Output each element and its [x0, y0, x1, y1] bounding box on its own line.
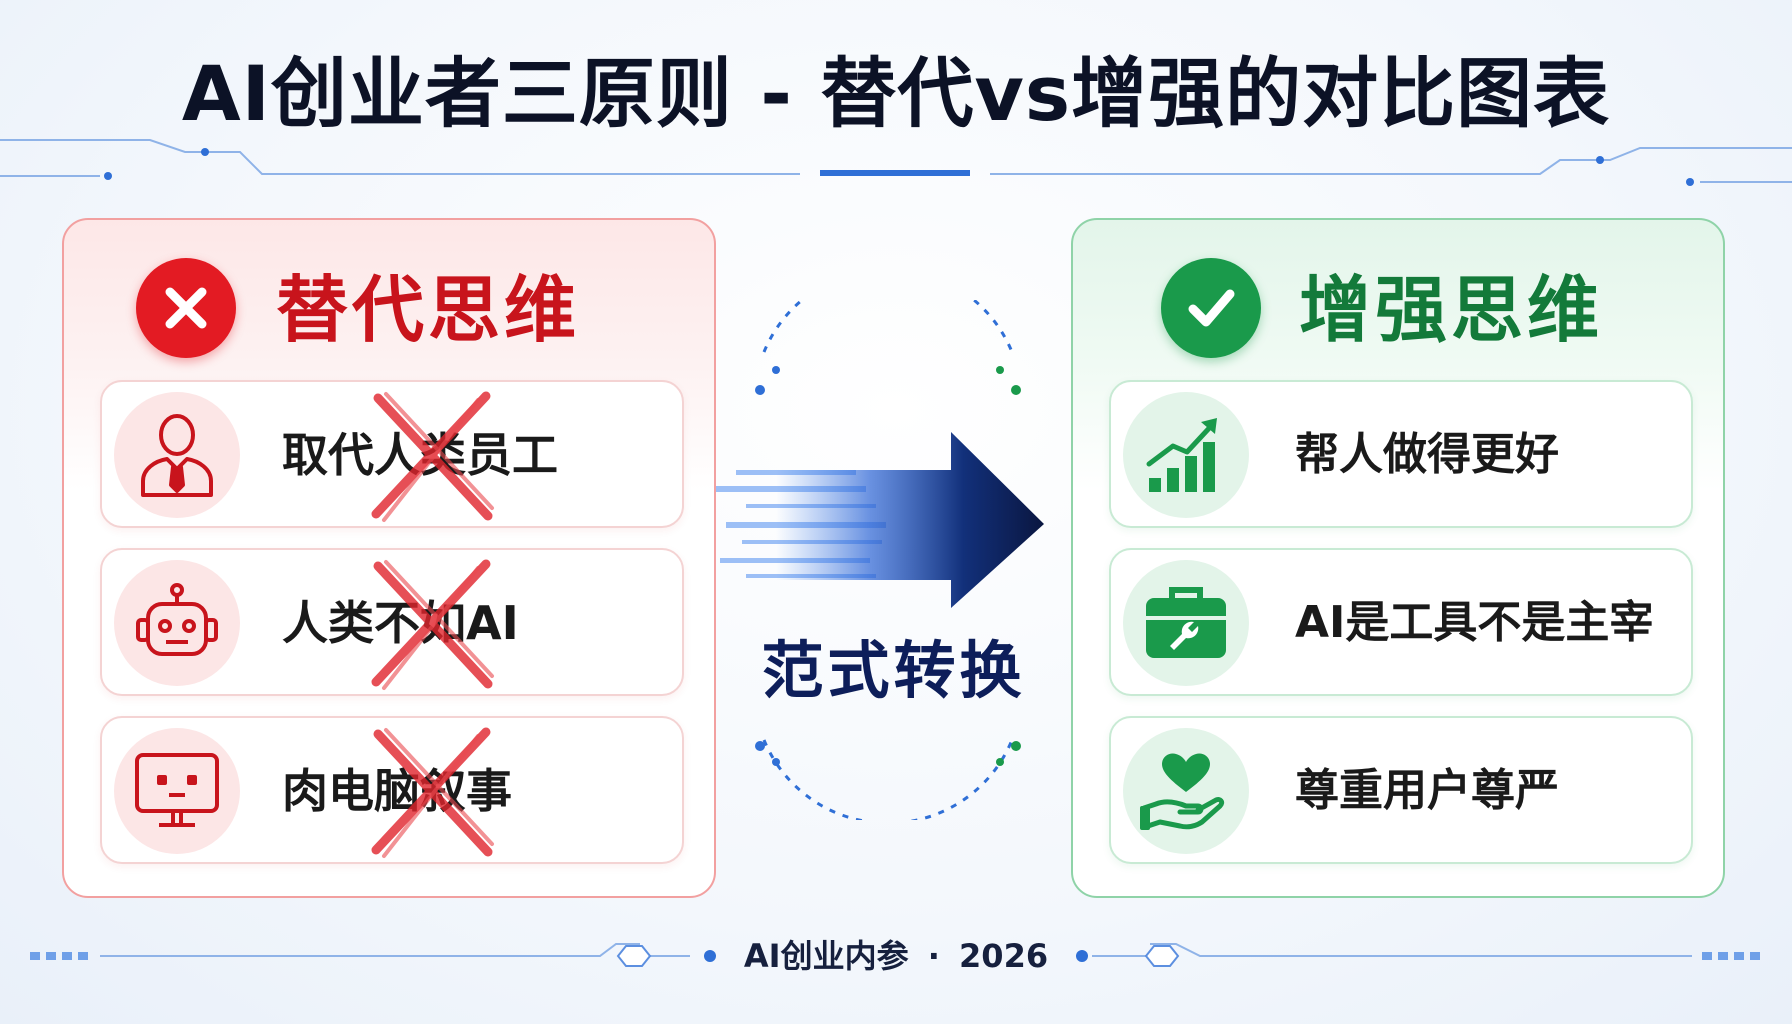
list-item: 帮人做得更好 — [1109, 380, 1693, 528]
item-label: AI是工具不是主宰 — [1295, 597, 1654, 648]
paradigm-shift-label: 范式转换 — [761, 634, 1026, 707]
panel-header: 增强思维 — [1073, 240, 1723, 358]
footer: AI创业内参 · 2026 — [0, 928, 1792, 984]
footer-source: AI创业内参 — [743, 937, 909, 975]
x-mark-icon — [136, 258, 236, 358]
page-title: AI创业者三原则 - 替代vs增强的对比图表 — [181, 49, 1611, 138]
item-label: 人类不如AI — [282, 596, 519, 650]
robot-icon — [114, 560, 240, 686]
growth-chart-icon — [1123, 392, 1249, 518]
panel-title: 替代思维 — [276, 268, 581, 352]
item-label: 取代人类员工 — [282, 428, 558, 482]
businessman-icon — [114, 392, 240, 518]
item-list: 取代人类员工 人类不如AI — [100, 380, 684, 884]
list-item: 肉电脑叙事 — [100, 716, 684, 864]
monitor-face-icon — [114, 728, 240, 854]
augmentation-thinking-panel: 增强思维 帮人做得更好 — [1071, 218, 1725, 898]
paradigm-shift-center: 范式转换 — [716, 300, 1071, 820]
item-label: 尊重用户尊严 — [1295, 765, 1559, 816]
panel-header: 替代思维 — [64, 240, 714, 358]
toolbox-icon — [1123, 560, 1249, 686]
footer-separator: · — [927, 937, 940, 975]
item-label: 帮人做得更好 — [1295, 429, 1559, 480]
footer-year: 2026 — [959, 937, 1049, 975]
list-item: 尊重用户尊严 — [1109, 716, 1693, 864]
list-item: 人类不如AI — [100, 548, 684, 696]
right-arrow-icon — [716, 300, 1044, 820]
check-mark-icon — [1161, 258, 1261, 358]
item-label: 肉电脑叙事 — [282, 764, 512, 818]
replacement-thinking-panel: 替代思维 取代人类员工 — [62, 218, 716, 898]
heart-hand-icon — [1123, 728, 1249, 854]
list-item: AI是工具不是主宰 — [1109, 548, 1693, 696]
item-list: 帮人做得更好 AI是工具不是主宰 尊重用户尊严 — [1109, 380, 1693, 884]
panel-title: 增强思维 — [1299, 268, 1604, 352]
list-item: 取代人类员工 — [100, 380, 684, 528]
